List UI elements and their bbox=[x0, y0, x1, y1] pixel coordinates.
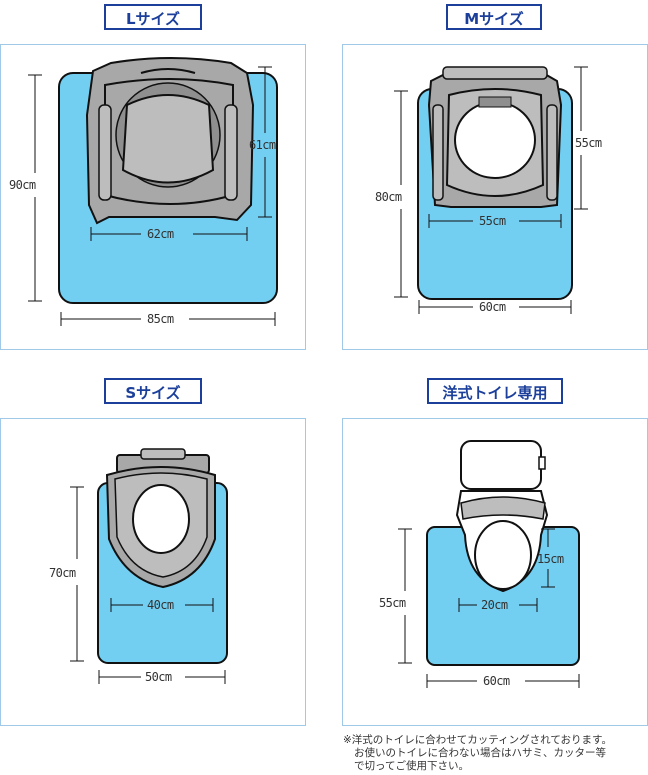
title-l-size: Lサイズ bbox=[104, 4, 202, 30]
note-line-3: で切ってご使用下さい。 bbox=[354, 760, 469, 772]
s-size-diagram: 70cm 40cm 50cm bbox=[49, 448, 228, 684]
m-toilet-chair bbox=[427, 66, 563, 208]
l-inner-width-label: 62cm bbox=[147, 227, 174, 241]
title-western-only: 洋式トイレ専用 bbox=[427, 378, 563, 404]
title-m-size: Mサイズ bbox=[446, 4, 542, 30]
l-inner-height-label: 61cm bbox=[249, 138, 276, 152]
panel-western-toilet: 55cm 15cm 20cm 60cm bbox=[342, 418, 648, 726]
s-width-label: 50cm bbox=[145, 670, 172, 684]
m-width-label: 60cm bbox=[479, 300, 506, 314]
western-toilet bbox=[455, 440, 549, 593]
l-toilet-chair bbox=[85, 57, 255, 225]
l-size-diagram: 90cm 61cm 62cm 85cm bbox=[9, 57, 278, 326]
cutting-note: ※洋式のトイレに合わせてカッティングされております。 お使いのトイレに合わない場… bbox=[343, 734, 648, 773]
note-line-2: お使いのトイレに合わない場合はハサミ、カッター等 bbox=[354, 747, 606, 759]
s-toilet-seat bbox=[105, 448, 216, 589]
m-inner-height-label: 55cm bbox=[575, 136, 602, 150]
panel-l-size: 90cm 61cm 62cm 85cm bbox=[0, 44, 306, 350]
note-line-1: ※洋式のトイレに合わせてカッティングされております。 bbox=[343, 734, 612, 746]
western-toilet-diagram: 55cm 15cm 20cm 60cm bbox=[379, 440, 580, 688]
title-s-size: Sサイズ bbox=[104, 378, 202, 404]
s-height-label: 70cm bbox=[49, 566, 76, 580]
l-height-label: 90cm bbox=[9, 178, 36, 192]
s-inner-width-label: 40cm bbox=[147, 598, 174, 612]
l-width-label: 85cm bbox=[147, 312, 174, 326]
panel-s-size: 70cm 40cm 50cm bbox=[0, 418, 306, 726]
western-height-label: 55cm bbox=[379, 596, 406, 610]
m-inner-width-label: 55cm bbox=[479, 214, 506, 228]
m-height-label: 80cm bbox=[375, 190, 402, 204]
panel-m-size: 80cm 55cm 55cm 60cm bbox=[342, 44, 648, 350]
m-size-diagram: 80cm 55cm 55cm 60cm bbox=[375, 66, 602, 314]
western-inner-width-label: 20cm bbox=[481, 598, 508, 612]
western-width-label: 60cm bbox=[483, 674, 510, 688]
western-inner-height-label: 15cm bbox=[537, 552, 564, 566]
